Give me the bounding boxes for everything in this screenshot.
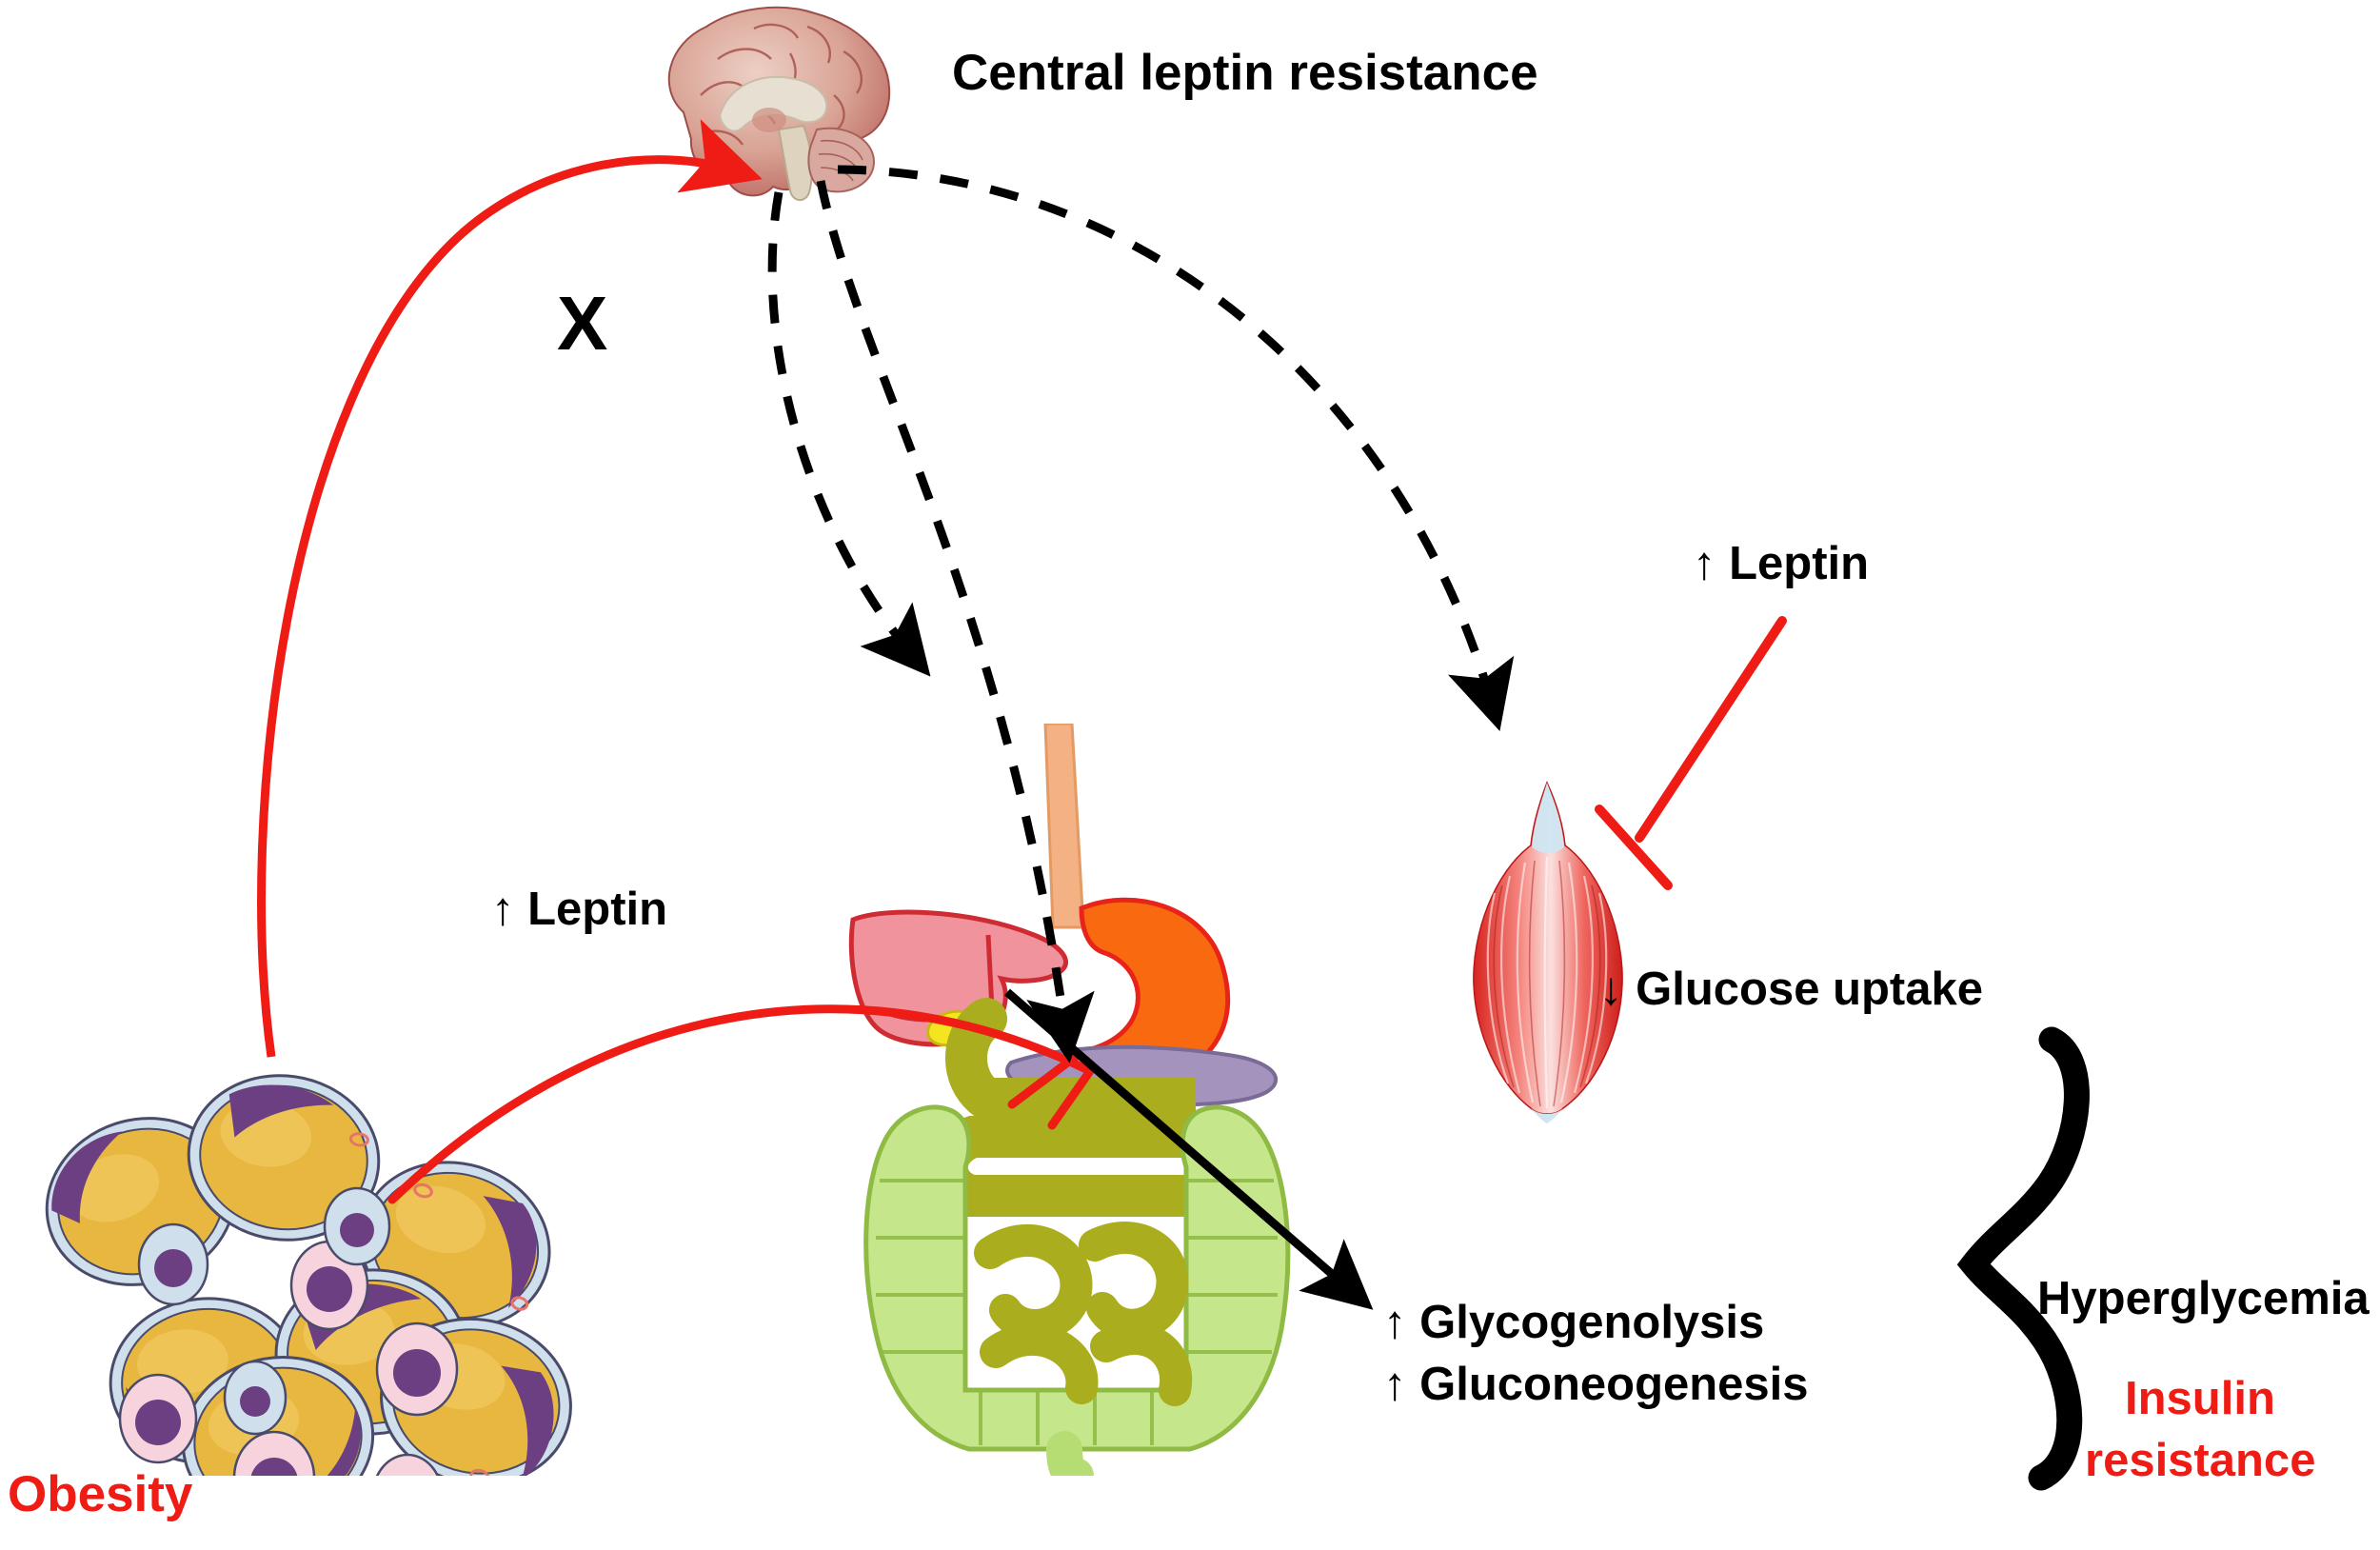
hyperglycemia-label: Hyperglycemia: [2037, 1273, 2370, 1324]
leptin-label-right: ↑ Leptin: [1693, 538, 1870, 589]
insulin-resistance-line2: resistance: [2085, 1435, 2316, 1486]
adipose-tissue-illustration: [29, 1066, 581, 1476]
leptin-label-left: ↑ Leptin: [491, 884, 668, 935]
glucose-uptake-label: ↓ Glucose uptake: [1599, 964, 1984, 1015]
curly-brace: [1956, 1026, 2090, 1491]
glycogenolysis-label: ↑ Glycogenolysis: [1383, 1297, 1765, 1348]
insulin-resistance-line1: Insulin: [2125, 1373, 2275, 1424]
brain-illustration: [667, 6, 891, 201]
dashed-arrow-brain-to-muscle: [837, 165, 1515, 731]
obesity-label: Obesity: [8, 1466, 193, 1522]
gluconeogenesis-label: ↑ Gluconeogenesis: [1383, 1359, 1809, 1410]
skeletal-muscle-illustration: [1473, 781, 1623, 1123]
digestive-organs-illustration: [848, 724, 1291, 1476]
page-title: Central leptin resistance: [952, 45, 1538, 101]
dashed-arrow-brain-to-liver: [767, 191, 931, 677]
block-x-marker: X: [557, 281, 608, 366]
